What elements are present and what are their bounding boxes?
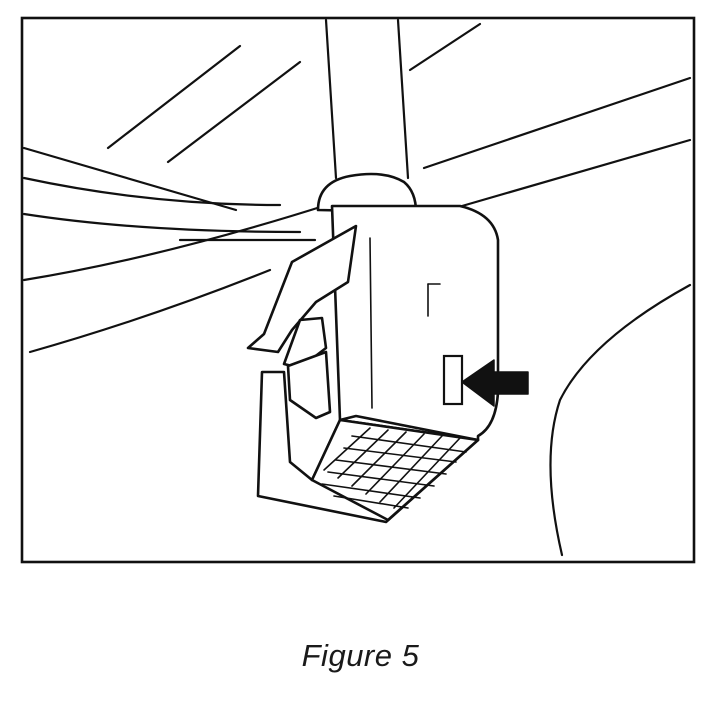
pointer-arrow-icon: [461, 359, 529, 407]
figure-border: [20, 16, 696, 564]
connector: [246, 172, 500, 524]
terminal-grid: [321, 427, 467, 509]
background-lines: [22, 22, 692, 557]
figure-caption: Figure 5: [301, 638, 420, 673]
lock-tab-slot: [442, 354, 464, 406]
wire-harness: [324, 18, 410, 180]
figure-illustration: [20, 16, 696, 564]
